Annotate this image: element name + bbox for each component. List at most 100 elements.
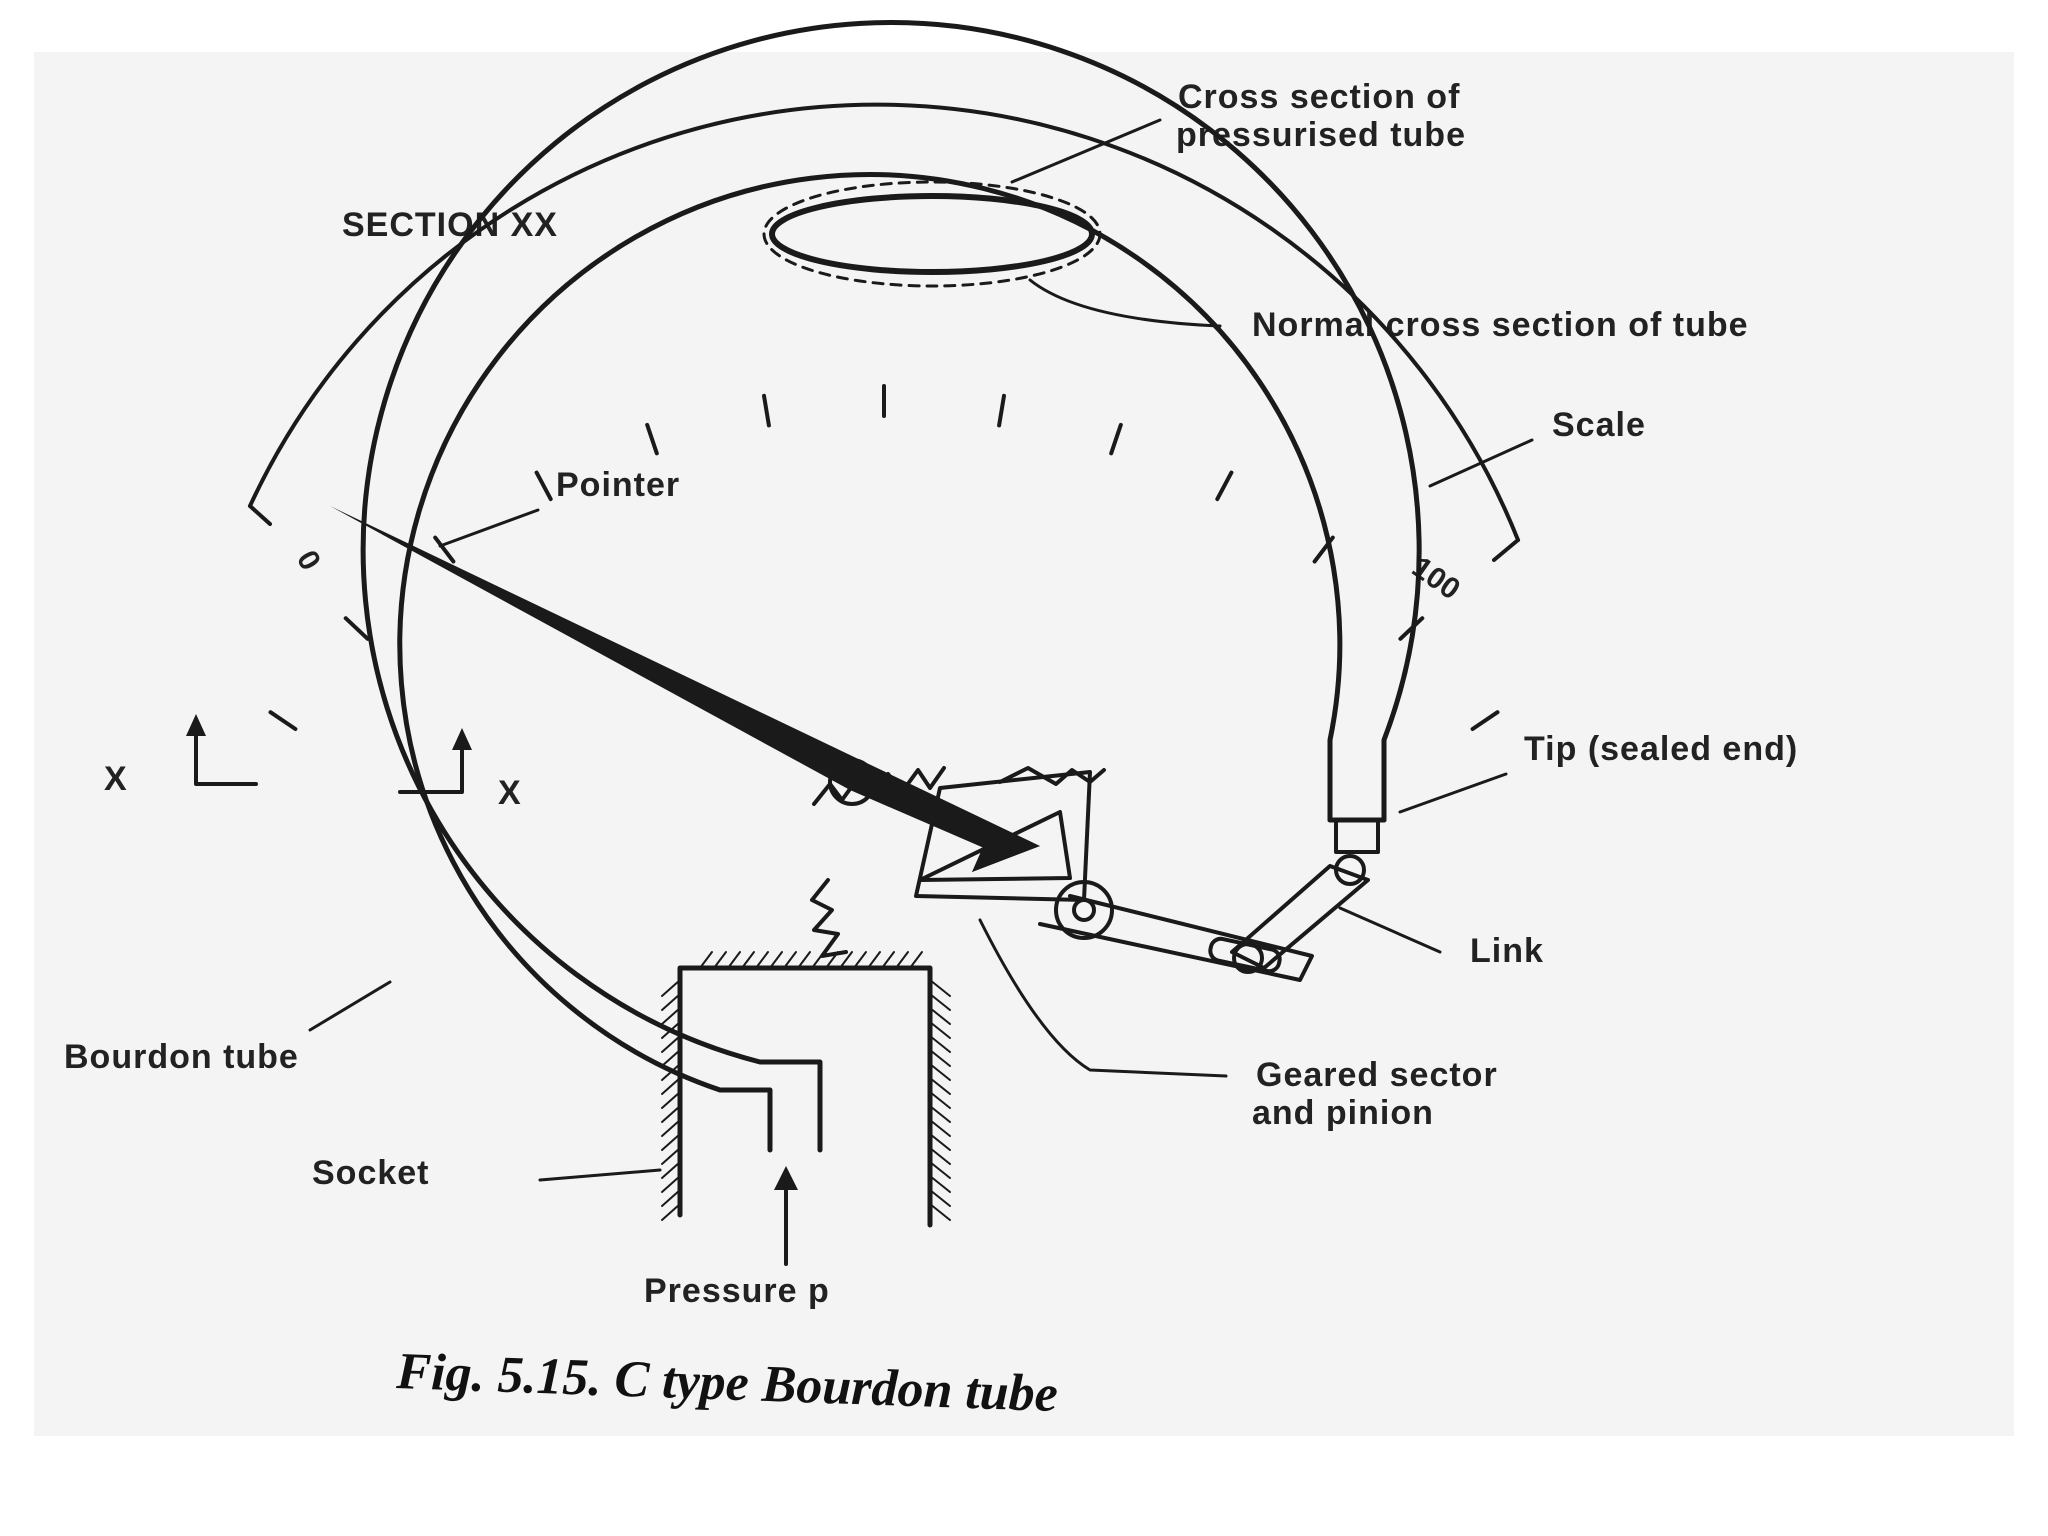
link: [1230, 864, 1370, 970]
label-geared-sector-line2: and pinion: [1252, 1094, 1434, 1132]
label-socket: Socket: [312, 1154, 430, 1192]
scale-arc: [248, 102, 1520, 542]
hatch-line: [929, 1077, 951, 1095]
scale-tick: [268, 710, 298, 731]
hatch-line: [839, 951, 853, 969]
hatch-line: [929, 1189, 951, 1207]
sector-lever: [1038, 894, 1314, 982]
hatch-line: [755, 951, 769, 969]
hatch-line: [661, 1063, 681, 1081]
scale-tick: [997, 393, 1006, 428]
hatch-line: [881, 951, 895, 969]
hatch-line: [929, 993, 951, 1011]
hatch-line: [713, 951, 727, 969]
socket-hatching-right: [929, 979, 951, 1221]
sector-teeth-right: [998, 766, 1106, 786]
hatch-line: [661, 1021, 681, 1039]
hatch-line: [929, 1147, 951, 1165]
hatch-line: [769, 951, 783, 969]
hatch-line: [929, 1105, 951, 1123]
hatch-line: [661, 979, 681, 997]
socket: [661, 951, 951, 1266]
hatch-line: [895, 951, 909, 969]
pointer-tip: [972, 840, 1040, 872]
hatch-line: [661, 1105, 681, 1123]
label-pointer: Pointer: [556, 466, 680, 504]
hatch-line: [661, 1161, 681, 1179]
label-tip: Tip (sealed end): [1524, 730, 1798, 768]
label-scale: Scale: [1552, 406, 1646, 444]
section-label: SECTION XX: [342, 206, 558, 244]
hatch-line: [909, 951, 923, 969]
bourdon-tube-inner-wall: [397, 172, 1343, 1153]
tube-tip: [1334, 818, 1380, 854]
scale-tick: [433, 535, 456, 564]
label-link: Link: [1470, 932, 1544, 970]
hatch-line: [929, 1175, 951, 1193]
hatch-line: [783, 951, 797, 969]
hatch-line: [853, 951, 867, 969]
bourdon-tube: [360, 20, 1422, 1153]
section-mark-right-label: X: [498, 774, 522, 812]
section-mark-right-line: [398, 738, 464, 794]
leader-socket: [538, 1168, 662, 1182]
sector-pivot: [1054, 880, 1114, 940]
label-geared-sector-line1: Geared sector: [1256, 1056, 1498, 1094]
hatch-line: [929, 1035, 951, 1053]
socket-body: [677, 965, 933, 1228]
hatch-line: [661, 1049, 681, 1067]
socket-hatching-top: [699, 951, 923, 969]
hatch-line: [661, 1175, 681, 1193]
scale-tick: [645, 422, 659, 456]
hatch-line: [699, 951, 713, 969]
label-bourdon-tube: Bourdon tube: [64, 1038, 299, 1076]
socket-hatching-left: [661, 979, 681, 1221]
link-pin-top: [1334, 854, 1366, 886]
label-pressure: Pressure p: [644, 1272, 830, 1310]
label-cross-section-line2: pressurised tube: [1176, 116, 1466, 154]
hatch-line: [661, 1189, 681, 1207]
hatch-line: [661, 1133, 681, 1151]
hatch-line: [929, 1021, 951, 1039]
leader-bourdon-tube: [308, 980, 392, 1032]
hatch-line: [661, 1091, 681, 1109]
scale-tick: [1109, 422, 1123, 456]
scale-tick: [1470, 710, 1500, 731]
scale-tick: [534, 470, 553, 502]
leader-scale: [1428, 438, 1534, 488]
hatch-line: [661, 1147, 681, 1165]
hatch-line: [929, 1119, 951, 1137]
link-pin-bottom: [1232, 942, 1264, 974]
hatch-line: [741, 951, 755, 969]
leader-normal-section: [1028, 278, 1222, 328]
label-cross-section-line1: Cross section of: [1178, 78, 1460, 116]
scale-tick: [343, 616, 370, 641]
hatch-line: [661, 1007, 681, 1025]
hatch-line: [661, 993, 681, 1011]
hatch-line: [727, 951, 741, 969]
section-mark-left-line: [194, 724, 258, 786]
leader-geared-sector: [978, 918, 1228, 1078]
hatch-line: [929, 1161, 951, 1179]
scale-ticks: [268, 384, 1500, 731]
hatch-line: [929, 1091, 951, 1109]
hatch-line: [929, 1063, 951, 1081]
pointer-needle: [330, 506, 1040, 872]
hatch-line: [929, 1007, 951, 1025]
leader-pointer: [438, 508, 540, 548]
section-mark-left-label: X: [104, 760, 128, 798]
section-mark-right-arrow: [452, 728, 472, 750]
scale-end-left: [248, 504, 272, 526]
hatch-line: [929, 1203, 951, 1221]
hatch-line: [929, 979, 951, 997]
leader-tip: [1398, 772, 1508, 814]
figure-caption: Fig. 5.15. C type Bourdon tube: [395, 1343, 1059, 1423]
section-mark-left-arrow: [186, 714, 206, 736]
pressurised-cross-section: [769, 193, 1095, 275]
label-normal-cross-section: Normal cross section of tube: [1252, 306, 1749, 344]
leader-cross-section: [1010, 118, 1162, 184]
hatch-line: [661, 1203, 681, 1221]
sector-teeth-left: [810, 878, 848, 958]
